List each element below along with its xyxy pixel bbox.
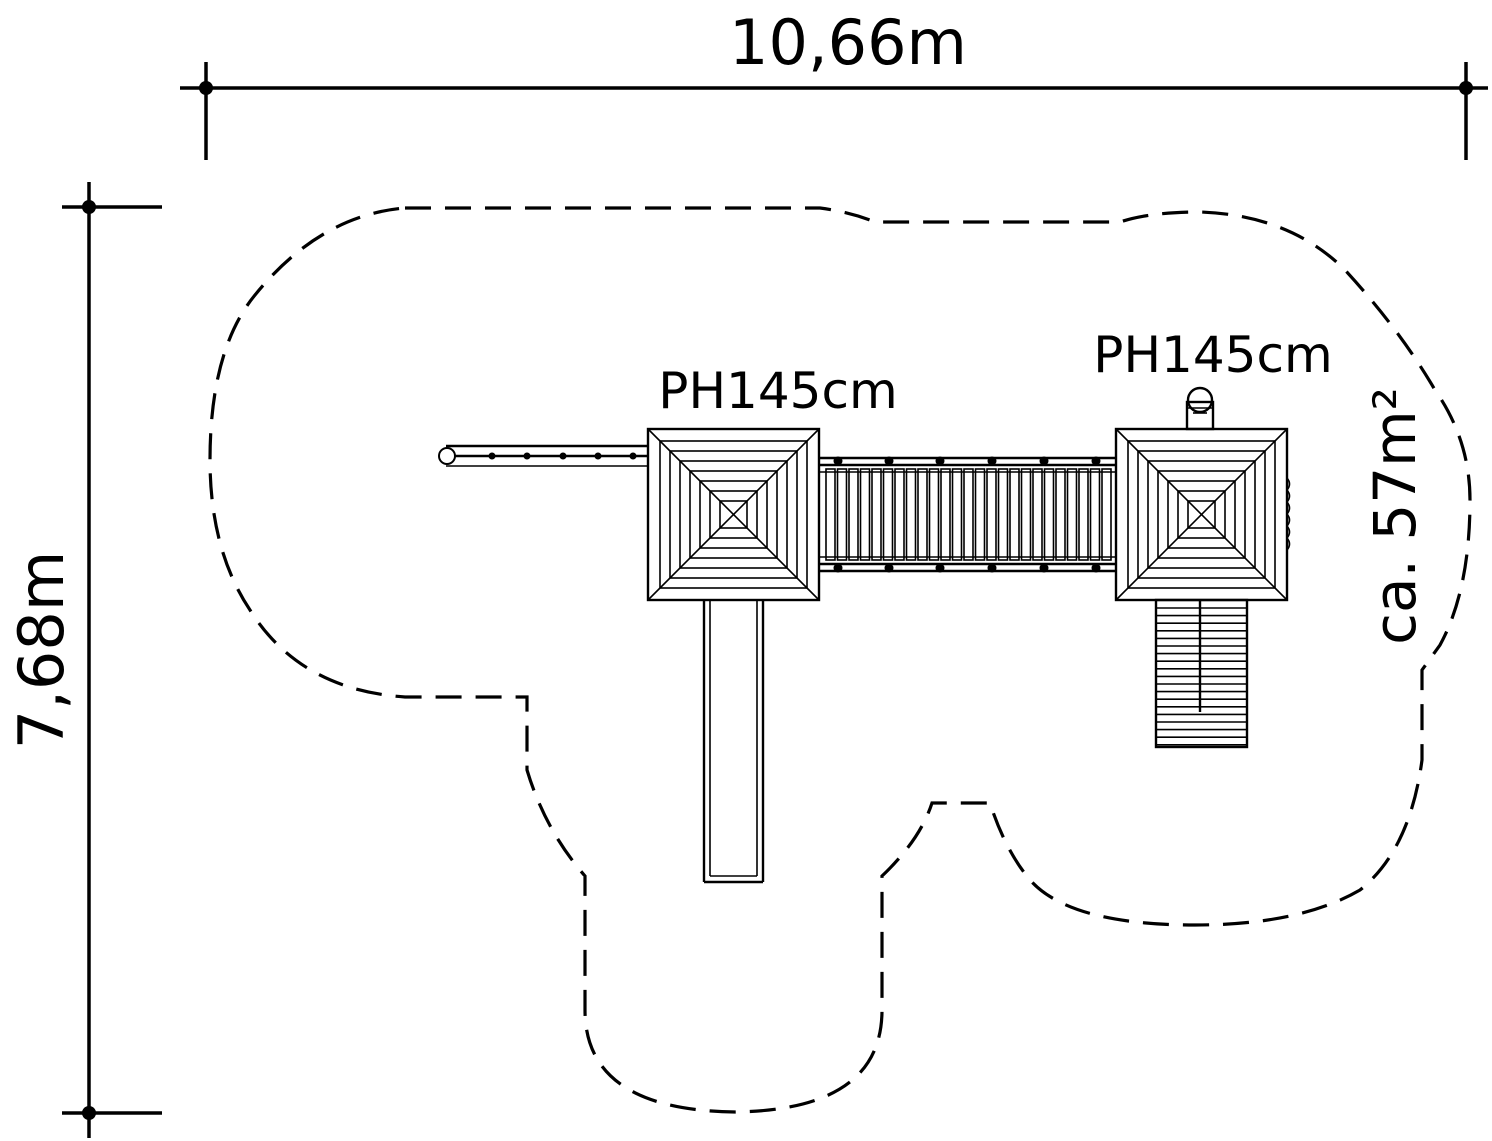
tower-right-height-label: PH145cm <box>1093 326 1332 384</box>
slide <box>702 600 765 884</box>
safety-area-outline <box>208 206 1472 1114</box>
height-label: 7,68m <box>5 551 78 749</box>
monkey-bars <box>438 444 648 467</box>
ladder <box>1154 598 1249 749</box>
width-dimension: 10,66m <box>180 6 1488 160</box>
height-dimension: 7,68m <box>5 182 162 1138</box>
tower-right-roof <box>1114 427 1291 602</box>
telescope <box>1185 386 1215 431</box>
bridge <box>819 456 1116 573</box>
tower-left-height-label: PH145cm <box>658 362 897 420</box>
safety-area-label: ca. 57m² <box>1361 387 1429 645</box>
width-label: 10,66m <box>729 6 967 79</box>
tower-left-roof <box>646 427 821 602</box>
